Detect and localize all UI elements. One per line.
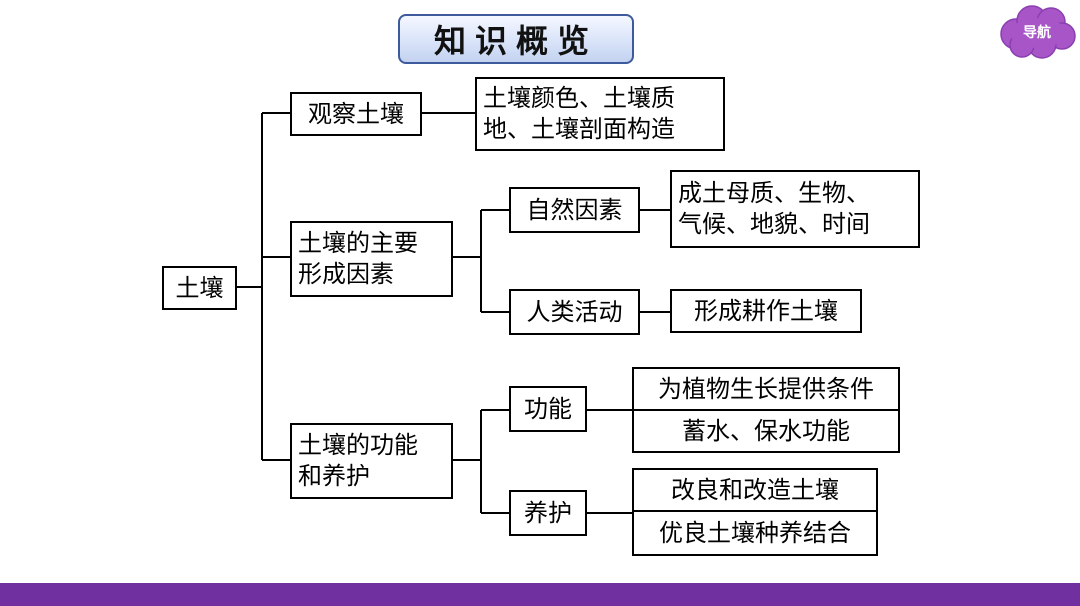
observe-detail-node: 土壤颜色、土壤质 地、土壤剖面构造 [475,77,725,151]
conservation-item-2: 优良土壤种养结合 [632,510,878,556]
formation-factors-node: 土壤的主要 形成因素 [290,221,453,297]
cloud-icon [1000,5,1076,59]
conservation-item-1: 改良和改造土壤 [632,468,878,512]
page-title: 知识概览 [398,14,634,64]
human-detail-node: 形成耕作土壤 [670,289,862,333]
human-activity-node: 人类活动 [509,289,640,335]
nav-button-label: 导航 [1023,25,1051,41]
root-node: 土壤 [162,266,237,310]
natural-detail-node: 成土母质、生物、 气候、地貌、时间 [670,170,920,248]
function-node: 功能 [509,386,587,432]
function-conservation-node: 土壤的功能 和养护 [290,423,453,499]
bottom-accent-bar [0,583,1080,606]
nav-button[interactable]: 导航 [996,4,1078,60]
natural-factors-node: 自然因素 [509,187,640,233]
function-item-1: 为植物生长提供条件 [632,367,900,411]
function-item-2: 蓄水、保水功能 [632,409,900,453]
conservation-node: 养护 [509,490,587,536]
observe-soil-node: 观察土壤 [290,92,422,136]
